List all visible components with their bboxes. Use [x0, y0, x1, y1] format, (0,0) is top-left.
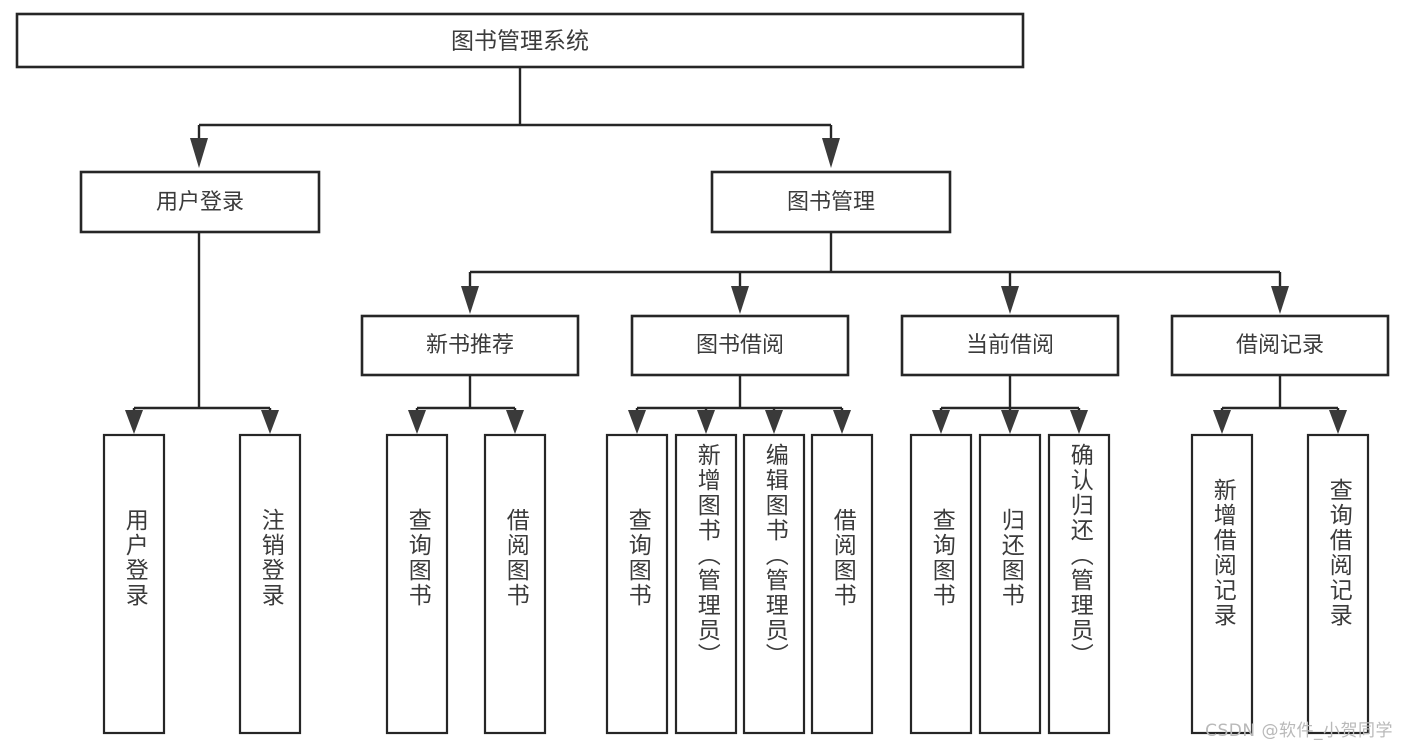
node-current-borrow[interactable]: 当前借阅 [900, 314, 1120, 377]
node-label: 借阅记录 [1236, 333, 1324, 358]
node-new-book-recommend[interactable]: 新书推荐 [360, 314, 580, 377]
arrow-head-icon [125, 410, 143, 434]
arrow-head-icon [1329, 410, 1347, 434]
leaf-node-records-add[interactable] [1190, 433, 1254, 735]
connector-borrow-records-to-leaves [1213, 375, 1347, 434]
arrow-head-icon [932, 410, 950, 434]
node-box [1306, 433, 1370, 735]
node-label: 图书管理 [787, 190, 875, 215]
node-label: 用户登录 [156, 190, 244, 215]
node-box [1190, 433, 1254, 735]
node-user-login[interactable]: 用户登录 [79, 170, 321, 234]
arrow-head-icon [506, 410, 524, 434]
node-root-book-management-system[interactable]: 图书管理系统 [15, 12, 1025, 69]
connector-new-book-to-leaves [408, 375, 524, 434]
node-label: 当前借阅 [966, 333, 1054, 358]
arrow-head-icon [1213, 410, 1231, 434]
arrow-head-icon [1001, 410, 1019, 434]
arrow-head-icon [697, 410, 715, 434]
leaf-node-borrow-query[interactable] [605, 433, 669, 735]
node-box [79, 170, 321, 234]
node-box [909, 433, 973, 735]
leaf-node-borrow-add-admin[interactable] [674, 433, 738, 735]
node-box [674, 433, 738, 735]
leaf-node-borrow-borrow-book[interactable] [810, 433, 874, 735]
leaf-node-current-return[interactable] [978, 433, 1042, 735]
leaf-node-user-login-logout[interactable] [238, 433, 302, 735]
node-box [483, 433, 547, 735]
node-box [710, 170, 952, 234]
arrow-head-icon [833, 410, 851, 434]
arrow-head-icon [1271, 286, 1289, 314]
arrow-head-icon [461, 286, 479, 314]
leaf-node-current-query[interactable] [909, 433, 973, 735]
node-label: 图书管理系统 [451, 29, 589, 55]
node-borrow-records[interactable]: 借阅记录 [1170, 314, 1390, 377]
arrow-head-icon [261, 410, 279, 434]
node-box [102, 433, 166, 735]
connector-book-mgmt-to-level2 [461, 232, 1289, 314]
arrow-head-icon [765, 410, 783, 434]
node-box [810, 433, 874, 735]
connector-current-borrow-to-leaves [932, 375, 1088, 434]
arrow-head-icon [1070, 410, 1088, 434]
arrow-head-icon [1001, 286, 1019, 314]
node-label: 新书推荐 [426, 333, 514, 358]
node-book-borrow[interactable]: 图书借阅 [630, 314, 850, 377]
connector-user-login-to-leaves [125, 232, 279, 434]
arrow-head-icon [190, 138, 208, 168]
arrow-head-icon [822, 138, 840, 168]
arrow-head-icon [731, 286, 749, 314]
node-box [742, 433, 806, 735]
node-box [1170, 314, 1390, 377]
connector-root-to-level1 [190, 67, 840, 168]
node-box [1047, 433, 1111, 735]
node-box [978, 433, 1042, 735]
leaf-node-current-confirm-return-admin[interactable] [1047, 433, 1111, 735]
node-box [360, 314, 580, 377]
arrow-head-icon [408, 410, 426, 434]
node-label: 图书借阅 [696, 333, 784, 358]
leaf-node-borrow-edit-admin[interactable] [742, 433, 806, 735]
node-book-management[interactable]: 图书管理 [710, 170, 952, 234]
leaf-node-new-book-query[interactable] [385, 433, 449, 735]
leaf-node-new-book-borrow[interactable] [483, 433, 547, 735]
arrow-head-icon [628, 410, 646, 434]
node-box [238, 433, 302, 735]
node-box [605, 433, 669, 735]
node-box [900, 314, 1120, 377]
connector-book-borrow-to-leaves [628, 375, 851, 434]
leaf-node-records-query[interactable] [1306, 433, 1370, 735]
leaf-node-user-login-login[interactable] [102, 433, 166, 735]
node-box [385, 433, 449, 735]
node-box [630, 314, 850, 377]
node-box [15, 12, 1025, 69]
watermark-text: CSDN @软件_小贺同学 [1205, 721, 1393, 741]
